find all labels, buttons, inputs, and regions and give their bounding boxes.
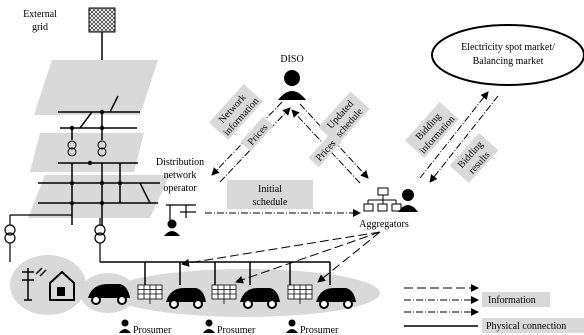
svg-text:Initial: Initial xyxy=(258,184,282,195)
market-label-2: Balancing market xyxy=(473,56,544,67)
aggregator-node: Aggregators xyxy=(359,187,418,230)
feeder-transformers xyxy=(4,224,106,244)
person-icon xyxy=(164,219,180,236)
solar-panel-icon xyxy=(137,284,163,304)
external-grid-label-1: External xyxy=(23,9,57,20)
distribution-network-graphic xyxy=(28,60,170,225)
person-icon xyxy=(278,70,306,100)
updated-schedule-label: Updated schedule xyxy=(318,91,370,145)
dno-label-3: operator xyxy=(163,183,197,194)
bidding-results-label: Bidding results xyxy=(449,132,499,184)
market-node: Electricity spot market/ Balancing marke… xyxy=(431,24,584,86)
prices-left-label: Prices xyxy=(240,116,274,152)
solar-panel-icon xyxy=(287,284,313,304)
prices-right-label: Prices xyxy=(308,132,342,168)
initial-schedule-label: Initial schedule xyxy=(227,180,313,209)
person-icon xyxy=(119,319,131,333)
legend: Information Physical connection xyxy=(404,284,584,333)
hierarchy-icon xyxy=(363,187,402,212)
dno-label-2: network xyxy=(164,170,197,181)
substation-icon xyxy=(166,204,196,222)
ev-car-icon xyxy=(166,288,206,309)
market-label-1: Electricity spot market/ xyxy=(461,42,555,53)
external-grid-icon xyxy=(88,7,116,33)
external-grid-label-2: grid xyxy=(32,22,48,33)
prosumer-label-3: Prosumer xyxy=(300,325,339,335)
diso-label: DISO xyxy=(280,54,303,65)
feeder-bus xyxy=(100,261,331,285)
pylon-icon xyxy=(22,267,47,301)
house-icon xyxy=(49,270,75,301)
person-icon xyxy=(286,319,298,333)
legend-information: Information xyxy=(488,295,536,306)
prosumer-label-1: Prosumer xyxy=(133,325,172,335)
ev-car-icon xyxy=(240,288,280,309)
ev-car-icon xyxy=(316,288,356,309)
external-grid-node: External grid xyxy=(23,7,116,33)
person-icon xyxy=(398,189,418,212)
bidding-information-label: Bidding information xyxy=(404,101,460,159)
dno-node: Distribution network operator xyxy=(156,157,204,236)
ev-car-icon xyxy=(88,284,130,305)
legend-physical-connection: Physical connection xyxy=(486,321,566,332)
prosumer-label-2: Prosumer xyxy=(217,325,256,335)
aggregators-label: Aggregators xyxy=(359,219,409,230)
svg-text:schedule: schedule xyxy=(253,197,289,208)
solar-panel-icon xyxy=(211,284,237,304)
dno-label-1: Distribution xyxy=(156,157,204,168)
person-icon xyxy=(203,319,215,333)
